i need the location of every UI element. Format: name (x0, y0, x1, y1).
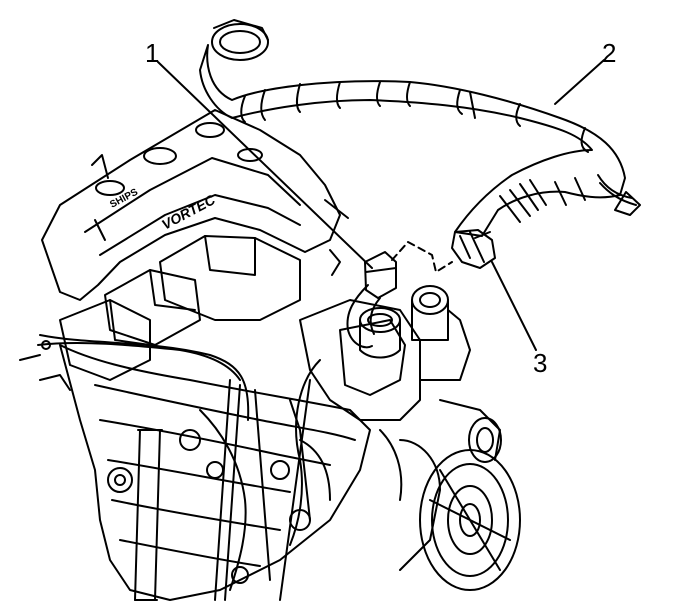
callout-1-leader (157, 61, 373, 269)
water-pump-assembly (299, 285, 521, 591)
callout-3-leader (491, 261, 537, 351)
callout-2: 2 (602, 38, 617, 68)
engine-intake-cover (41, 109, 341, 301)
thermostat-outlet (346, 251, 397, 349)
upper-radiator-hose (199, 19, 641, 237)
wiring-harness (19, 199, 349, 601)
engine-block (39, 334, 371, 601)
callout-2-leader (554, 59, 605, 105)
hose-end-fitting (451, 229, 496, 269)
engine-plenum (59, 235, 301, 381)
callout-3: 3 (533, 348, 548, 378)
connection-dashed-line (391, 241, 453, 273)
callout-1: 1 (145, 38, 160, 68)
